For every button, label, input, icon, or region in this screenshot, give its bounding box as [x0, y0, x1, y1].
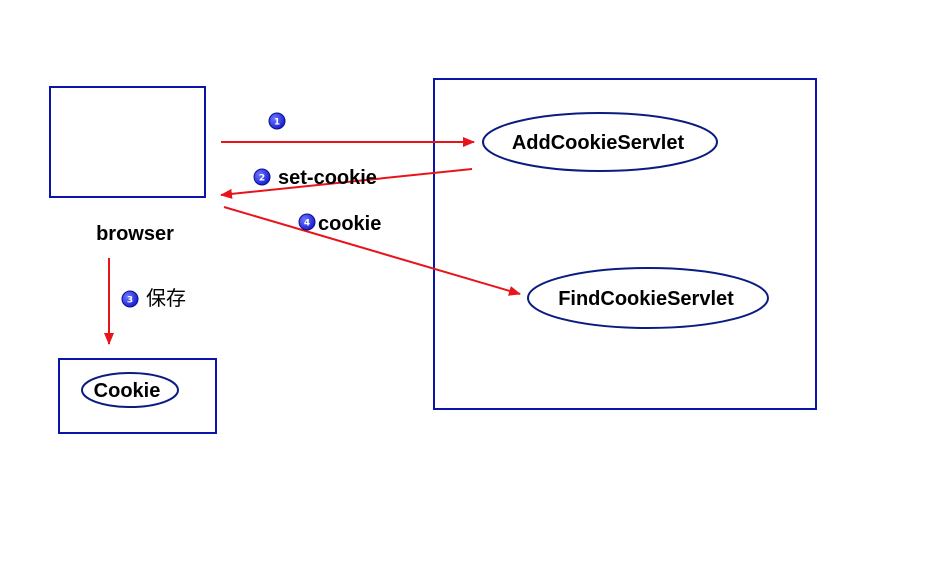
add-cookie-servlet-oval — [482, 112, 718, 172]
set-cookie-label: set-cookie — [278, 167, 377, 189]
find-cookie-servlet-oval — [527, 267, 769, 329]
cookie-label: Cookie — [94, 380, 161, 402]
step-badge-4: 4 — [298, 213, 316, 231]
svg-text:1: 1 — [274, 118, 280, 128]
browser-label: browser — [96, 223, 174, 245]
save-label: 保存 — [146, 286, 186, 310]
svg-text:4: 4 — [304, 219, 310, 229]
svg-text:3: 3 — [127, 296, 133, 306]
step-badge-2: 2 — [253, 168, 271, 186]
arrow-send-cookie — [223, 206, 521, 296]
svg-text:2: 2 — [259, 174, 265, 184]
cookie-oval — [81, 372, 179, 408]
browser-box — [49, 86, 206, 198]
step-badge-1: 1 — [268, 112, 286, 130]
find-cookie-servlet-label: FindCookieServlet — [558, 288, 734, 310]
cookie-request-label: cookie — [318, 213, 381, 235]
arrow-set-cookie — [220, 168, 473, 199]
add-cookie-servlet-label: AddCookieServlet — [512, 132, 685, 154]
step-badge-3: 3 — [121, 290, 139, 308]
